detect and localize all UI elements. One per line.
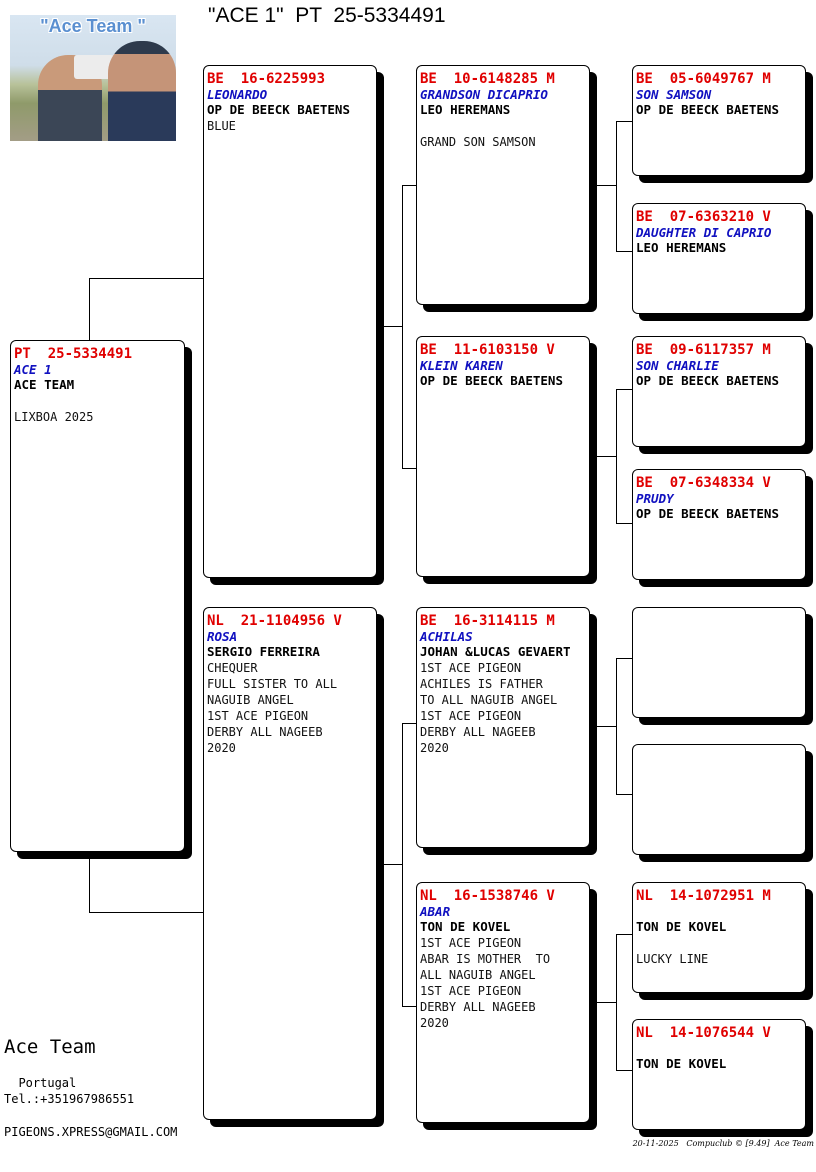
pedigree-title: "ACE 1" PT 25-5334491 — [208, 4, 446, 27]
pigeon-card-father-sire: BE 10-6148285 M GRANDSON DICAPRIO LEO HE… — [416, 65, 590, 305]
info-line: LIXBOA 2025 — [14, 410, 94, 424]
info-line: FULL SISTER TO ALL — [207, 677, 338, 691]
pigeon-name: ROSA — [207, 629, 238, 644]
breeder-name: Ace Team — [4, 1036, 96, 1058]
ring-number: PT 25-5334491 — [14, 346, 133, 362]
ring-number: BE 09-6117357 M — [636, 342, 771, 358]
photo-caption: "Ace Team " — [40, 16, 146, 36]
info-line: 2020 — [207, 741, 236, 755]
info-line: 2020 — [420, 1016, 449, 1030]
info-line: CHEQUER — [207, 661, 258, 675]
info-line: DERBY ALL NAGEEB — [420, 725, 536, 739]
pigeon-card-fmm: BE 07-6348334 V PRUDY OP DE BEECK BAETEN… — [632, 469, 806, 580]
pigeon-card-fff: BE 05-6049767 M SON SAMSON OP DE BEECK B… — [632, 65, 806, 176]
owner: OP DE BEECK BAETENS — [420, 373, 563, 388]
pigeon-name: PRUDY — [636, 491, 674, 506]
ring-number: NL 16-1538746 V — [420, 888, 555, 904]
breeder-phone: Tel.:+351967986551 — [4, 1092, 135, 1106]
ring-number: BE 16-3114115 M — [420, 613, 555, 629]
info-line: ACHILES IS FATHER — [420, 677, 543, 691]
ring-number: BE 16-6225993 — [207, 71, 326, 87]
pigeon-card-father: BE 16-6225993 LEONARDO OP DE BEECK BAETE… — [203, 65, 377, 578]
owner: TON DE KOVEL — [636, 1056, 727, 1071]
owner: LEO HEREMANS — [420, 102, 511, 117]
pigeon-card-mmf: NL 14-1072951 M TON DE KOVEL LUCKY LINE — [632, 882, 806, 993]
pigeon-card-ffm: BE 07-6363210 V DAUGHTER DI CAPRIO LEO H… — [632, 203, 806, 314]
pigeon-name: ACHILAS — [420, 629, 473, 644]
breeder-country: Portugal — [4, 1076, 77, 1090]
ring-number: BE 07-6363210 V — [636, 209, 771, 225]
owner: TON DE KOVEL — [636, 919, 727, 934]
pigeon-name: ACE 1 — [14, 362, 52, 377]
ring-number: NL 14-1072951 M — [636, 888, 771, 904]
info-line: 1ST ACE PIGEON — [420, 661, 522, 675]
ring-number: BE 11-6103150 V — [420, 342, 555, 358]
pigeon-card-mfm-empty — [632, 744, 806, 855]
info-line: 1ST ACE PIGEON — [420, 709, 522, 723]
info-line: ALL NAGUIB ANGEL — [420, 968, 536, 982]
owner: OP DE BEECK BAETENS — [636, 102, 779, 117]
info-line: NAGUIB ANGEL — [207, 693, 294, 707]
owner: TON DE KOVEL — [420, 919, 511, 934]
pigeon-name: LEONARDO — [207, 87, 268, 102]
pigeon-card-father-dam: BE 11-6103150 V KLEIN KAREN OP DE BEECK … — [416, 336, 590, 577]
pigeon-name: GRANDSON DICAPRIO — [420, 87, 548, 102]
pigeon-card-mother-dam: NL 16-1538746 V ABAR TON DE KOVEL 1ST AC… — [416, 882, 590, 1123]
info-line: GRAND SON SAMSON — [420, 135, 536, 149]
pigeon-name: ABAR — [420, 904, 451, 919]
info-line — [14, 393, 184, 409]
info-line: 1ST ACE PIGEON — [207, 709, 309, 723]
info-line: DERBY ALL NAGEEB — [420, 1000, 536, 1014]
info-line: 1ST ACE PIGEON — [420, 984, 522, 998]
breeder-email: PIGEONS.XPRESS@GMAIL.COM — [4, 1125, 178, 1139]
pigeon-card-fmf: BE 09-6117357 M SON CHARLIE OP DE BEECK … — [632, 336, 806, 447]
ring-number: NL 21-1104956 V — [207, 613, 342, 629]
ring-number: BE 05-6049767 M — [636, 71, 771, 87]
info-line — [636, 935, 805, 951]
owner: ACE TEAM — [14, 377, 75, 392]
owner: OP DE BEECK BAETENS — [636, 373, 779, 388]
pigeon-name: KLEIN KAREN — [420, 358, 503, 373]
pigeon-name — [636, 904, 805, 919]
owner: SERGIO FERREIRA — [207, 644, 320, 659]
ring-number: BE 10-6148285 M — [420, 71, 555, 87]
pigeon-card-mff-empty — [632, 607, 806, 718]
owner: JOHAN &LUCAS GEVAERT — [420, 644, 571, 659]
pigeon-card-subject: PT 25-5334491 ACE 1 ACE TEAM LIXBOA 2025 — [10, 340, 185, 852]
info-line: ABAR IS MOTHER TO — [420, 952, 551, 966]
pigeon-card-mother-sire: BE 16-3114115 M ACHILAS JOHAN &LUCAS GEV… — [416, 607, 590, 848]
pigeon-name: SON SAMSON — [636, 87, 712, 102]
info-line: LUCKY LINE — [636, 952, 709, 966]
pigeon-name: DAUGHTER DI CAPRIO — [636, 225, 772, 240]
pigeon-card-mmm: NL 14-1076544 V TON DE KOVEL — [632, 1019, 806, 1130]
pigeon-card-mother: NL 21-1104956 V ROSA SERGIO FERREIRA CHE… — [203, 607, 377, 1120]
info-line: 1ST ACE PIGEON — [420, 936, 522, 950]
info-line: DERBY ALL NAGEEB — [207, 725, 323, 739]
ring-number: BE 07-6348334 V — [636, 475, 771, 491]
print-stamp: 20-11-2025 Compuclub © [9.49] Ace Team — [632, 1139, 814, 1148]
pigeon-name: SON CHARLIE — [636, 358, 719, 373]
owner: OP DE BEECK BAETENS — [207, 102, 350, 117]
info-line — [420, 118, 589, 134]
owner: OP DE BEECK BAETENS — [636, 506, 779, 521]
pigeon-name — [636, 1041, 805, 1056]
info-line: BLUE — [207, 119, 236, 133]
team-photo: "Ace Team " — [10, 15, 176, 141]
ring-number: NL 14-1076544 V — [636, 1025, 771, 1041]
info-line: 2020 — [420, 741, 449, 755]
owner: LEO HEREMANS — [636, 240, 727, 255]
info-line: TO ALL NAGUIB ANGEL — [420, 693, 558, 707]
